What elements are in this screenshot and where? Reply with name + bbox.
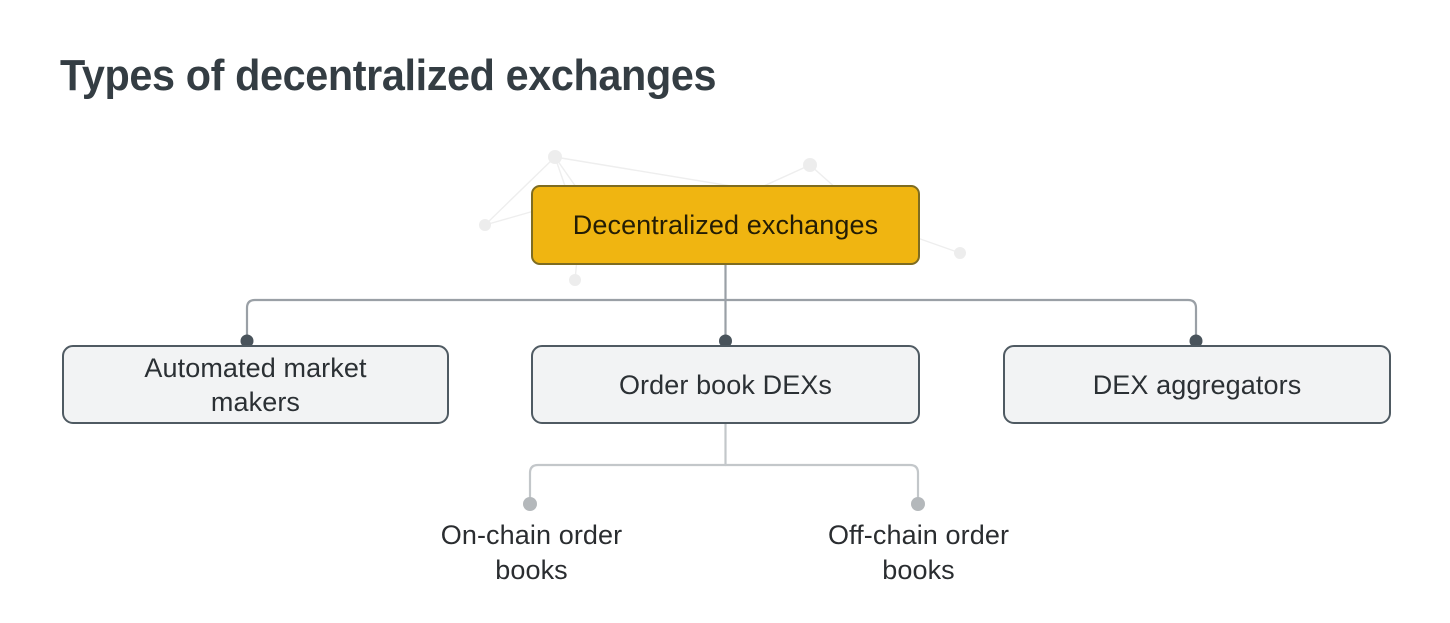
node-off-chain-order-books[interactable]: Off-chain order books [791,518,1046,588]
node-label: Off-chain order books [828,518,1009,588]
node-decentralized-exchanges[interactable]: Decentralized exchanges [531,185,920,265]
node-order-book-dexs[interactable]: Order book DEXs [531,345,920,424]
node-label-line-2: books [495,555,568,585]
node-label-line-2: makers [210,386,301,417]
node-label-line-1: On-chain order [440,520,623,550]
node-dex-aggregators[interactable]: DEX aggregators [1003,345,1391,424]
page-title: Types of decentralized exchanges [60,51,717,100]
node-label-line-1: Off-chain order [827,520,1010,550]
connector-dots-level3 [523,497,925,511]
node-label: On-chain order books [441,518,623,588]
node-on-chain-order-books[interactable]: On-chain order books [404,518,659,588]
node-label: DEX aggregators [1092,369,1302,400]
connector-dot-onchain [523,497,537,511]
edge-orderbook-bus [528,463,920,506]
connector-dot-offchain [911,497,925,511]
edge-root-bus [245,298,1198,343]
node-label-line-1: Automated market [144,352,367,383]
node-label: Order book DEXs [618,369,833,400]
node-automated-market-makers[interactable]: Automated market makers [62,345,449,424]
node-label: Automated market makers [144,351,366,419]
node-label: Decentralized exchanges [572,210,879,240]
node-label-line-2: books [882,555,955,585]
